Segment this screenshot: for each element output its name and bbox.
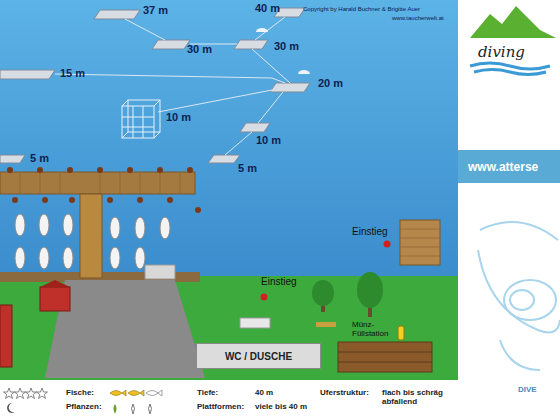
trees (312, 272, 383, 317)
diver-sketch (478, 222, 560, 370)
info-text: Uferstruktur: (320, 388, 369, 397)
station-label: Münz-Füllstation (352, 320, 400, 338)
depth-label: 5 m (238, 162, 257, 175)
rating-stars (4, 388, 48, 399)
copyright-note: Copyright by Harald Buchner & Brigitte A… (303, 6, 420, 13)
boathouse (400, 220, 440, 265)
tank-bottle (398, 326, 404, 340)
depth-label: 5 m (30, 152, 49, 165)
info-text: 40 m (255, 388, 273, 397)
depth-label: 15 m (60, 67, 85, 80)
grass-shore (0, 276, 458, 380)
wire-cube (122, 100, 160, 138)
depth-label: 20 m (318, 77, 343, 90)
bench (316, 322, 336, 327)
building-box: WC / DUSCHE (196, 343, 321, 369)
depth-label: 30 m (274, 40, 299, 53)
logo-mountains (470, 6, 556, 38)
node-text: WC / DUSCHE (225, 351, 292, 362)
hut (145, 265, 175, 279)
info-text: flach bis schräg abfallend (382, 388, 454, 406)
depth-label: 40 m (255, 2, 280, 15)
entry-label: Einstieg (352, 226, 388, 238)
logo-text: DIVE (518, 385, 537, 394)
depth-label: 10 m (166, 111, 191, 124)
fish-icons (110, 390, 162, 396)
depth-label: 37 m (143, 4, 168, 17)
depth-label: 30 m (187, 43, 212, 56)
entry-label: Einstieg (261, 276, 297, 288)
brand-panel (458, 0, 560, 420)
info-text: Plattformen: (197, 402, 244, 411)
boathouse-planks (400, 229, 440, 256)
buoy-line (7, 167, 201, 213)
logo-text: diving (478, 44, 525, 61)
info-bar (0, 380, 458, 420)
dive-platforms (0, 8, 310, 163)
guide-ropes (55, 17, 290, 155)
depth-label: 10 m (256, 134, 281, 147)
deck-line (338, 352, 432, 353)
jetty-planks (20, 172, 180, 194)
marker-buoys (256, 28, 310, 74)
info-text: viele bis 40 m (255, 402, 307, 411)
logo-waves (470, 63, 550, 75)
info-text: Pflanzen: (66, 402, 102, 411)
jetty (0, 172, 195, 194)
night-symbol (7, 403, 15, 413)
url-banner: www.atterse (458, 150, 560, 183)
wall (240, 318, 270, 328)
deck-line (338, 362, 432, 363)
info-text: Tiefe: (197, 388, 218, 397)
node-text: www.atterse (468, 160, 538, 174)
info-text: Fische: (66, 388, 94, 397)
boats (15, 214, 170, 269)
deck (338, 342, 432, 372)
website-note: www.taucherwelt.at (392, 15, 444, 22)
houses (0, 280, 70, 367)
plant-icons (114, 404, 152, 414)
jetty-walkway (80, 194, 102, 278)
lake-water (0, 0, 458, 282)
